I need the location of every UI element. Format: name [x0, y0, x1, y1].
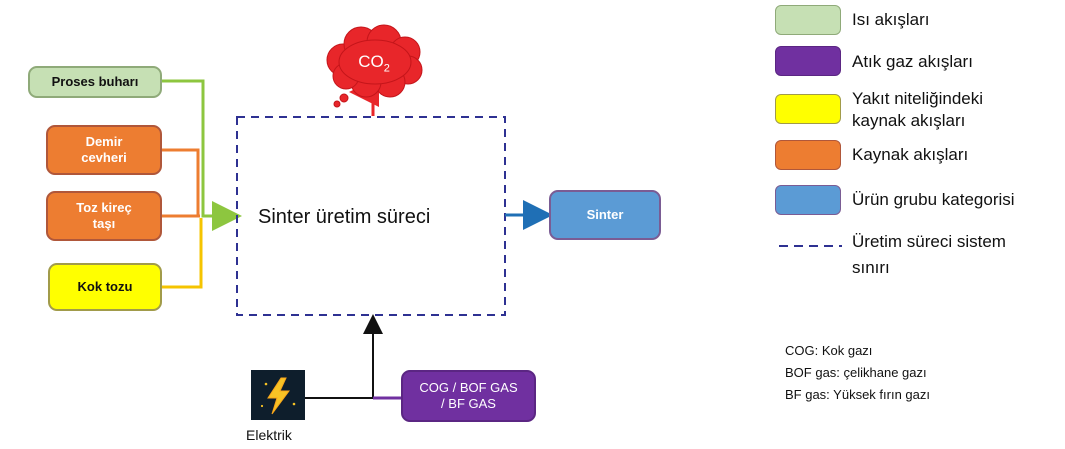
- legend-label-heat: Isı akışları: [852, 10, 930, 29]
- abbreviation-cog: COG: Kok gazı: [785, 343, 873, 358]
- waste-gas-input: COG / BOF GAS / BF GAS: [401, 370, 536, 422]
- input-toz-kirec: Toz kireç taşı: [46, 191, 162, 241]
- co2-cloud: [326, 24, 423, 108]
- output-sinter-label: Sinter: [586, 207, 624, 222]
- legend-swatch-fuel: [775, 94, 841, 124]
- electricity-label: Elektrik: [246, 427, 292, 443]
- legend-label-boundary-line1: Üretim süreci sistem: [852, 232, 1006, 251]
- abbreviation-bof: BOF gas: çelikhane gazı: [785, 365, 927, 380]
- waste-gas-line2: / BF GAS: [441, 396, 496, 411]
- co2-text: CO: [358, 52, 384, 71]
- legend-label-boundary: Üretim süreci sistem sınırı: [852, 231, 1006, 279]
- waste-gas-line1: COG / BOF GAS: [419, 380, 518, 395]
- legend-swatch-waste-gas: [775, 46, 841, 76]
- co2-label: CO2: [344, 52, 404, 78]
- input-toz-kirec-line2: taşı: [92, 216, 116, 231]
- input-demir-cevheri-line1: Demir: [85, 134, 123, 149]
- legend-label-fuel-line1: Yakıt niteliğindeki: [852, 89, 984, 108]
- input-demir-cevheri: Demir cevheri: [46, 125, 162, 175]
- abbreviation-bf: BF gas: Yüksek fırın gazı: [785, 387, 930, 402]
- input-toz-kirec-line1: Toz kireç: [76, 200, 132, 215]
- electricity-icon: [251, 370, 305, 420]
- input-proses-buhari: Proses buharı: [28, 66, 162, 98]
- legend-label-product: Ürün grubu kategorisi: [852, 190, 1015, 209]
- legend-label-waste-gas: Atık gaz akışları: [852, 52, 973, 71]
- legend-swatch-heat: [775, 5, 841, 35]
- legend-label-resource: Kaynak akışları: [852, 145, 969, 164]
- input-kok-tozu: Kok tozu: [48, 263, 162, 311]
- coke-breeze-flow-line: [162, 218, 203, 289]
- input-kok-tozu-label: Kok tozu: [77, 279, 133, 294]
- output-sinter: Sinter: [549, 190, 661, 240]
- electricity-line: [305, 314, 383, 399]
- legend-label-fuel: Yakıt niteliğindeki kaynak akışları: [852, 88, 983, 132]
- iron-ore-flow-line: [162, 148, 200, 216]
- legend-label-fuel-line2: kaynak akışları: [852, 111, 966, 130]
- input-demir-cevheri-line2: cevheri: [81, 150, 127, 165]
- legend-label-boundary-line2: sınırı: [852, 258, 890, 277]
- input-proses-buhari-label: Proses buharı: [51, 74, 139, 89]
- co2-subscript: 2: [383, 62, 390, 75]
- legend-swatch-resource: [775, 140, 841, 170]
- heat-flow-line: [162, 79, 242, 231]
- process-label: Sinter üretim süreci: [258, 206, 431, 228]
- legend-swatch-product: [775, 185, 841, 215]
